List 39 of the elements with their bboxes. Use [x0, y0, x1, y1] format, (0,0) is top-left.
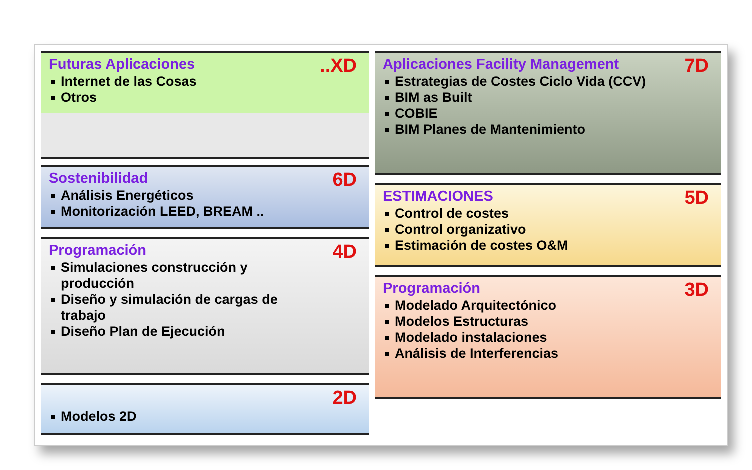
dimension-tag: 6D — [332, 171, 357, 191]
list-item: Modelos Estructuras — [383, 314, 529, 330]
list-item: Monitorización LEED, BREAM .. — [49, 204, 264, 220]
dimension-tag: 4D — [332, 243, 357, 263]
list-item: Estrategias de Costes Ciclo Vida (CCV) — [383, 74, 646, 90]
list-item: Control organizativo — [383, 222, 526, 238]
dimension-tag: 3D — [684, 281, 709, 301]
list-item: Otros — [49, 90, 98, 106]
dimension-tag: ..XD — [320, 57, 357, 77]
list-item: Estimación de costes O&M — [383, 238, 568, 254]
panel — [375, 183, 721, 267]
panel — [41, 51, 369, 159]
list-item: Diseño Plan de Ejecución — [49, 324, 226, 340]
panel — [41, 383, 369, 435]
panel — [375, 51, 721, 175]
panel-heading: Programación — [49, 243, 146, 259]
list-item: COBIE — [383, 106, 438, 122]
list-item: Análisis de Interferencias — [383, 346, 559, 362]
list-item: Modelado instalaciones — [383, 330, 548, 346]
list-item: BIM Planes de Mantenimiento — [383, 122, 586, 138]
list-item: Modelado Arquitectónico — [383, 298, 556, 314]
list-item: Análisis Energéticos — [49, 188, 194, 204]
panel-heading: Aplicaciones Facility Management — [383, 57, 620, 73]
list-item: Simulaciones construcción y producción — [49, 260, 323, 292]
panel-heading: Programación — [383, 281, 480, 297]
list-item: Modelos 2D — [49, 409, 137, 425]
panel-heading: ESTIMACIONES — [383, 189, 494, 205]
dimension-tag: 2D — [332, 389, 357, 409]
panel-heading: Sostenibilidad — [49, 171, 148, 187]
panel — [41, 165, 369, 229]
list-item: Internet de las Cosas — [49, 74, 197, 90]
panel — [375, 275, 721, 399]
dimension-tag: 5D — [684, 189, 709, 209]
list-item: Diseño y simulación de cargas de trabajo — [49, 292, 323, 324]
dimension-tag: 7D — [684, 57, 709, 77]
list-item: Control de costes — [383, 206, 510, 222]
panel — [41, 237, 369, 375]
panel-heading: Futuras Aplicaciones — [49, 57, 196, 73]
list-item: BIM as Built — [383, 90, 472, 106]
